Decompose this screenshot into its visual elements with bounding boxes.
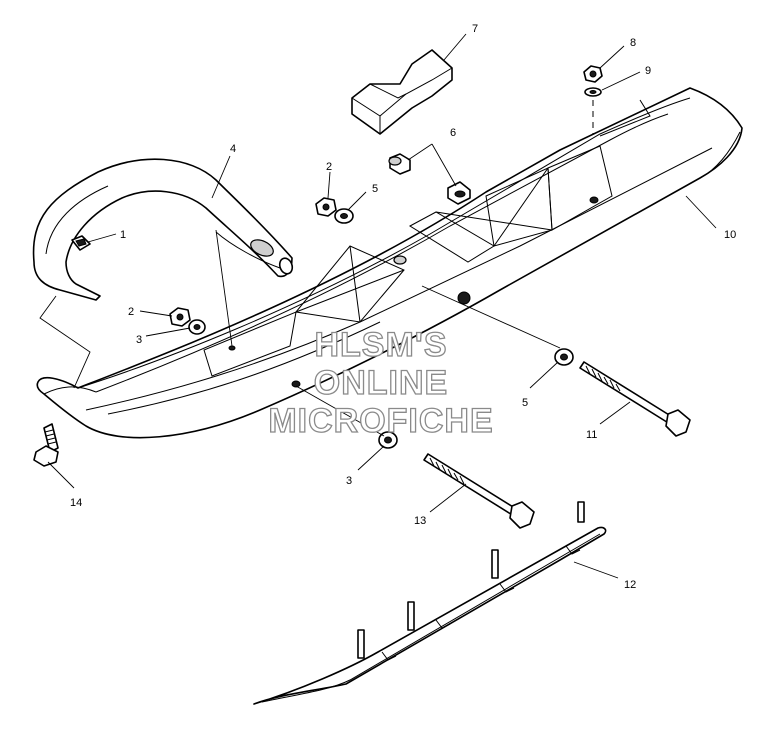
part-3-washer-left [188,319,206,335]
watermark-line-2: ONLINE [314,364,448,402]
part-14-bolt [33,423,59,467]
part-6-bushing-bottom [447,181,471,205]
part-2-nut-left [169,307,191,327]
part-1-clip [71,235,91,251]
part-5-washer-top [334,208,354,224]
part-10-ski-body [36,87,743,439]
part-4-ski-loop [32,158,294,301]
part-12-wear-bar [253,501,607,705]
callout-6: 6 [450,127,456,139]
callout-5-right: 5 [522,397,528,409]
callout-3-bottom: 3 [346,475,352,487]
callout-13: 13 [414,515,426,527]
callout-1: 1 [120,229,126,241]
watermark-line-1: HLSM'S [314,326,447,364]
callout-labels: 1 2 2 3 3 4 5 5 6 7 8 9 10 11 12 13 14 [70,23,736,591]
callout-8: 8 [630,37,636,49]
callout-14: 14 [70,497,82,509]
part-2-nut-top [315,197,337,217]
callout-4: 4 [230,143,236,155]
part-6-bushing-top [388,153,411,175]
part-9-washer [584,87,602,97]
watermark-line-3: MICROFICHE [268,402,493,440]
callout-10: 10 [724,229,736,241]
part-5-washer-right [554,348,574,366]
part-13-bolt [423,453,535,529]
leader-lines [39,33,717,579]
callout-9: 9 [645,65,651,77]
callout-2-top: 2 [326,161,332,173]
callout-2-left: 2 [128,306,134,318]
callout-3-left: 3 [136,334,142,346]
callout-7: 7 [472,23,478,35]
part-3-washer-bottom [378,431,398,449]
part-11-bolt [579,361,691,437]
callout-12: 12 [624,579,636,591]
callout-11: 11 [586,429,597,441]
watermark: HLSM'S ONLINE MICROFICHE [268,325,494,440]
callout-5-top: 5 [372,183,378,195]
part-7-bumper-pad [351,49,453,135]
part-8-nut [583,65,603,83]
